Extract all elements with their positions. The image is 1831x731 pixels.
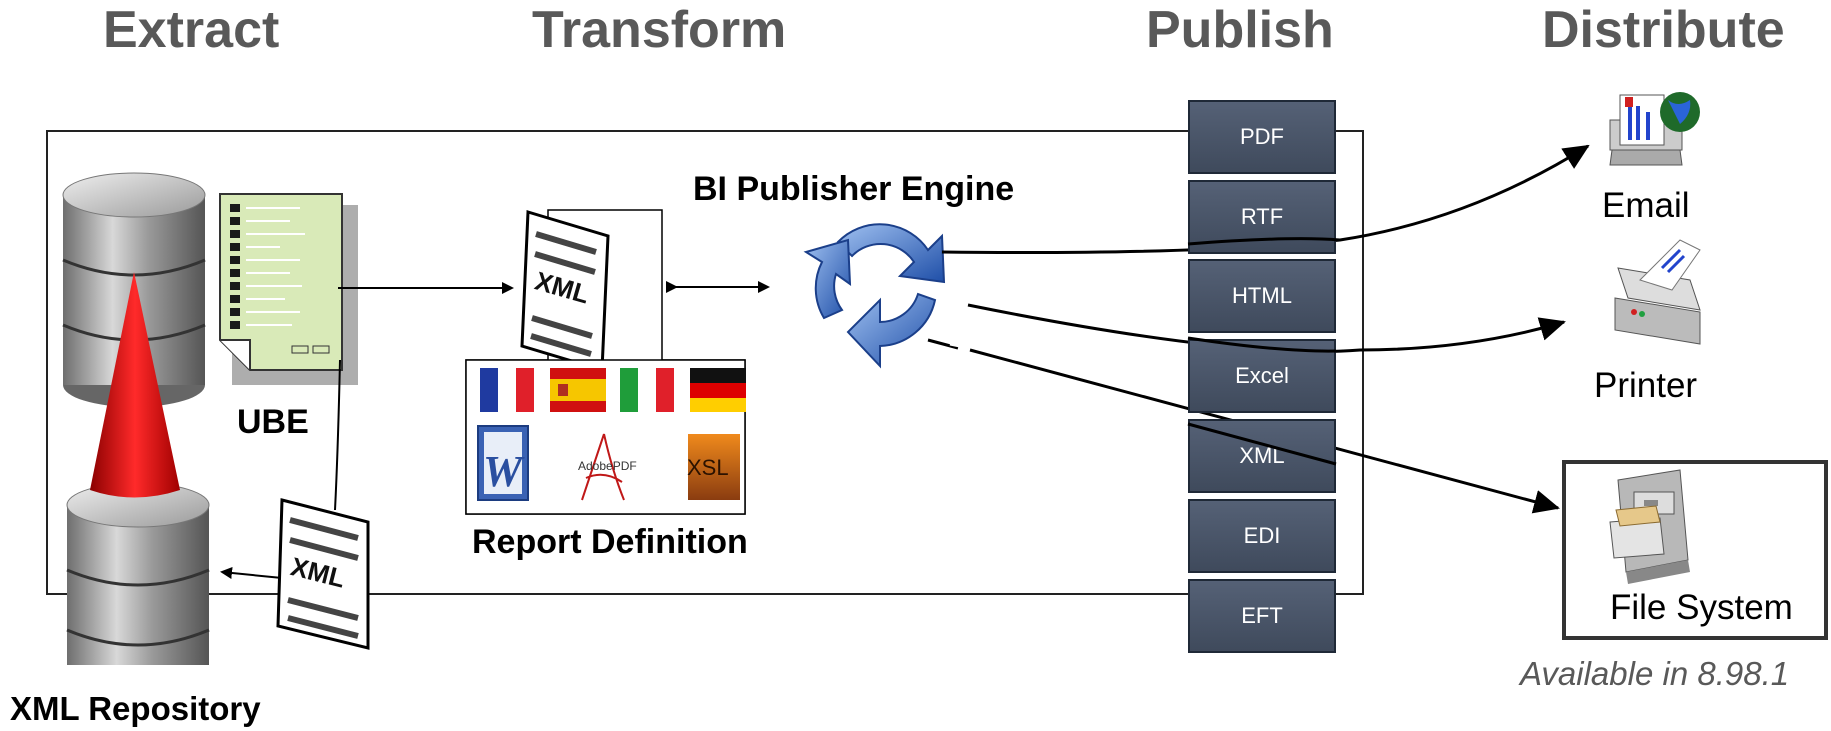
main-frame [46, 130, 1364, 595]
flag-italy-icon [620, 368, 674, 412]
engine-to-printer-arrow [967, 303, 1566, 354]
email-label: Email [1602, 186, 1690, 225]
heading-transform: Transform [532, 1, 787, 59]
format-eft: EFT [1188, 579, 1336, 653]
format-html: HTML [1188, 259, 1336, 333]
adobe-pdf-icon: AdobePDF [578, 433, 637, 501]
printer-label: Printer [1594, 366, 1698, 405]
svg-text:W: W [483, 447, 525, 496]
file-system-label: File System [1610, 588, 1793, 627]
xsl-icon: XSL [687, 434, 740, 500]
xml-document-icon: XML [276, 498, 370, 650]
ube-document-icon [219, 193, 358, 385]
refresh-cycle-icon [803, 223, 946, 369]
flag-germany-icon [690, 368, 746, 412]
flag-france-icon [480, 368, 534, 412]
xml-document-icon: XML [465, 209, 746, 515]
flag-spain-icon [550, 368, 606, 412]
xml-to-repository-arrow [220, 567, 283, 579]
ube-label: UBE [237, 403, 309, 441]
file-cabinet-icon [1609, 469, 1690, 584]
xsl-text: XSL [687, 455, 729, 480]
adobe-pdf-text: AdobePDF [578, 459, 637, 473]
word-icon: W [477, 425, 529, 501]
ube-to-repository-line [334, 359, 341, 511]
heading-publish: Publish [1146, 1, 1334, 59]
engine-label: BI Publisher Engine [693, 170, 1015, 208]
heading-distribute: Distribute [1542, 1, 1785, 59]
xml-repository-label: XML Repository [10, 690, 261, 727]
format-edi: EDI [1188, 499, 1336, 573]
heading-extract: Extract [103, 1, 280, 59]
spotlight-cone [90, 272, 180, 498]
printer-icon [1614, 239, 1701, 345]
report-definition-label: Report Definition [472, 523, 748, 561]
email-icon [1609, 92, 1700, 166]
format-pdf: PDF [1188, 100, 1336, 174]
xml-repository-database-icon [66, 482, 210, 665]
file-system-box [1562, 460, 1828, 640]
availability-note: Available in 8.98.1 [1520, 655, 1790, 692]
